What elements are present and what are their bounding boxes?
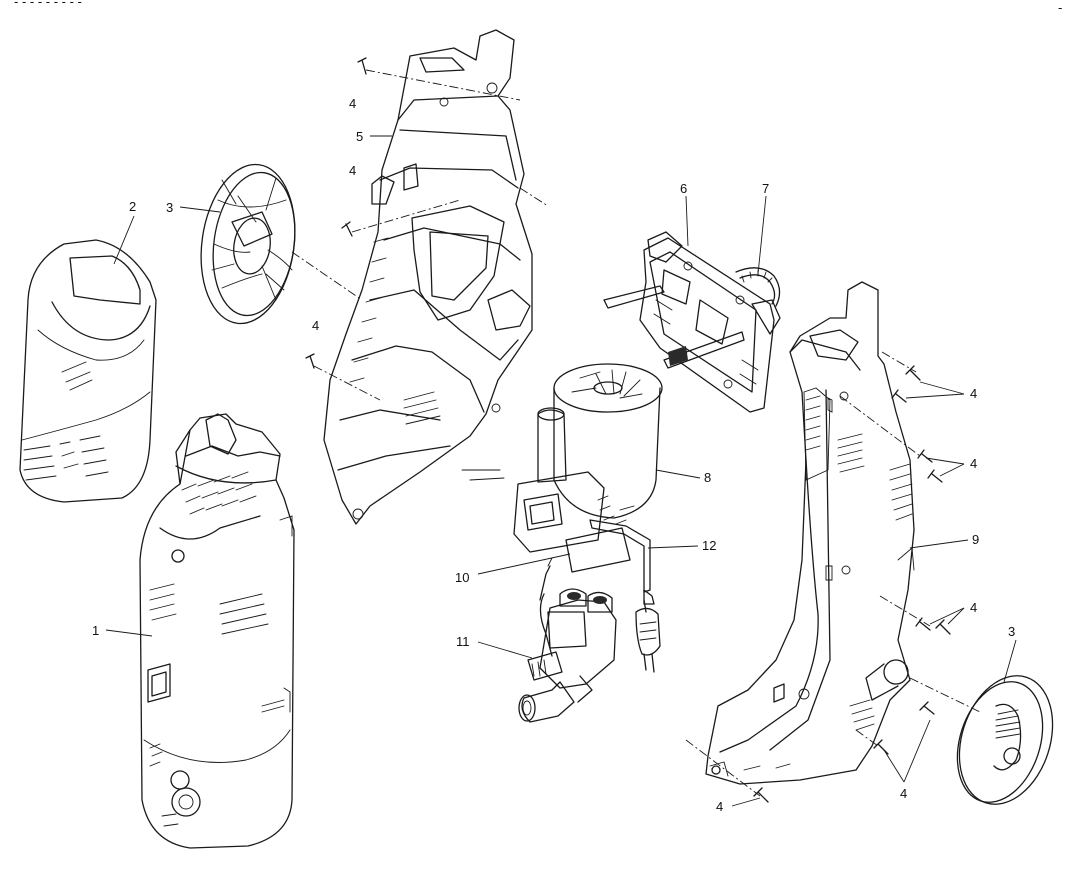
callout-1: 1 bbox=[92, 623, 99, 638]
callout-9: 9 bbox=[972, 532, 979, 547]
leader-lines bbox=[105, 135, 1017, 807]
callout-4: 4 bbox=[970, 600, 977, 615]
part-11-pump-head bbox=[518, 557, 617, 723]
part-2-top-cover bbox=[19, 239, 157, 503]
callout-4: 4 bbox=[716, 799, 723, 814]
part-7-clamp-ring bbox=[735, 267, 781, 307]
part-8-motor-unit bbox=[513, 363, 663, 605]
callout-3-right: 3 bbox=[1008, 624, 1015, 639]
part-9-right-housing bbox=[705, 281, 915, 785]
callout-7: 7 bbox=[762, 181, 769, 196]
callout-12: 12 bbox=[702, 538, 716, 553]
callout-4: 4 bbox=[312, 318, 319, 333]
callout-8: 8 bbox=[704, 470, 711, 485]
alignment-axes bbox=[291, 69, 981, 797]
callout-10: 10 bbox=[455, 570, 469, 585]
callout-4: 4 bbox=[349, 96, 356, 111]
callout-3-left: 3 bbox=[166, 200, 173, 215]
callout-11: 11 bbox=[456, 634, 470, 649]
part-12-power-plug bbox=[635, 599, 661, 673]
header-fragment: - - - - - - - - - bbox=[14, 0, 82, 9]
part-1-front-housing bbox=[139, 413, 295, 849]
callout-5: 5 bbox=[356, 129, 363, 144]
screws-part-4 bbox=[305, 57, 951, 803]
part-3-left-wheel bbox=[200, 163, 296, 325]
part-5-rear-frame bbox=[323, 29, 533, 525]
callout-4: 4 bbox=[970, 386, 977, 401]
callout-6: 6 bbox=[680, 181, 687, 196]
part-6-mounting-plate bbox=[603, 231, 781, 413]
part-3-right-wheel bbox=[956, 675, 1054, 805]
callout-4: 4 bbox=[970, 456, 977, 471]
callout-2: 2 bbox=[129, 199, 136, 214]
callout-labels: 1 2 3 3 4 4 4 4 4 4 4 4 4 5 6 7 8 9 10 1… bbox=[92, 96, 1015, 814]
callout-4: 4 bbox=[349, 163, 356, 178]
corner-mark: - bbox=[1058, 0, 1062, 15]
callout-4: 4 bbox=[900, 786, 907, 801]
